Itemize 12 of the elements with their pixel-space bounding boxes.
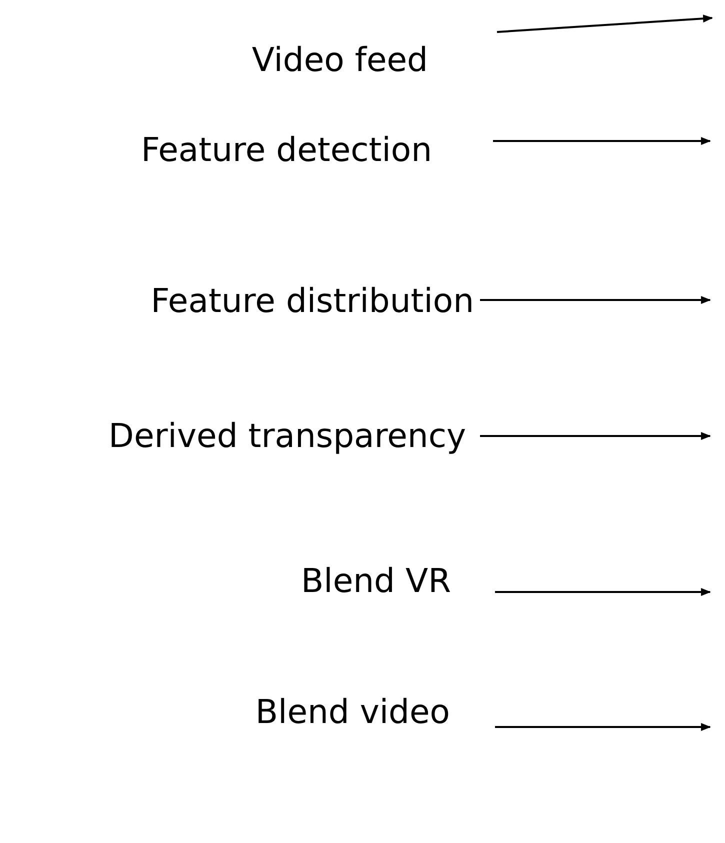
- text-label: Blend VR: [301, 561, 451, 601]
- text-label: Feature detection: [140, 130, 432, 170]
- text-label: Derived transparency: [108, 416, 466, 456]
- arrow: [495, 723, 711, 731]
- arrow: [496, 14, 713, 33]
- text-label: Video feed: [252, 40, 428, 80]
- arrow: [495, 588, 711, 596]
- arrow: [493, 137, 711, 145]
- arrow: [480, 296, 711, 304]
- text-label: Blend video: [255, 692, 450, 732]
- arrow: [480, 432, 711, 440]
- text-label: Feature distribution: [150, 281, 474, 321]
